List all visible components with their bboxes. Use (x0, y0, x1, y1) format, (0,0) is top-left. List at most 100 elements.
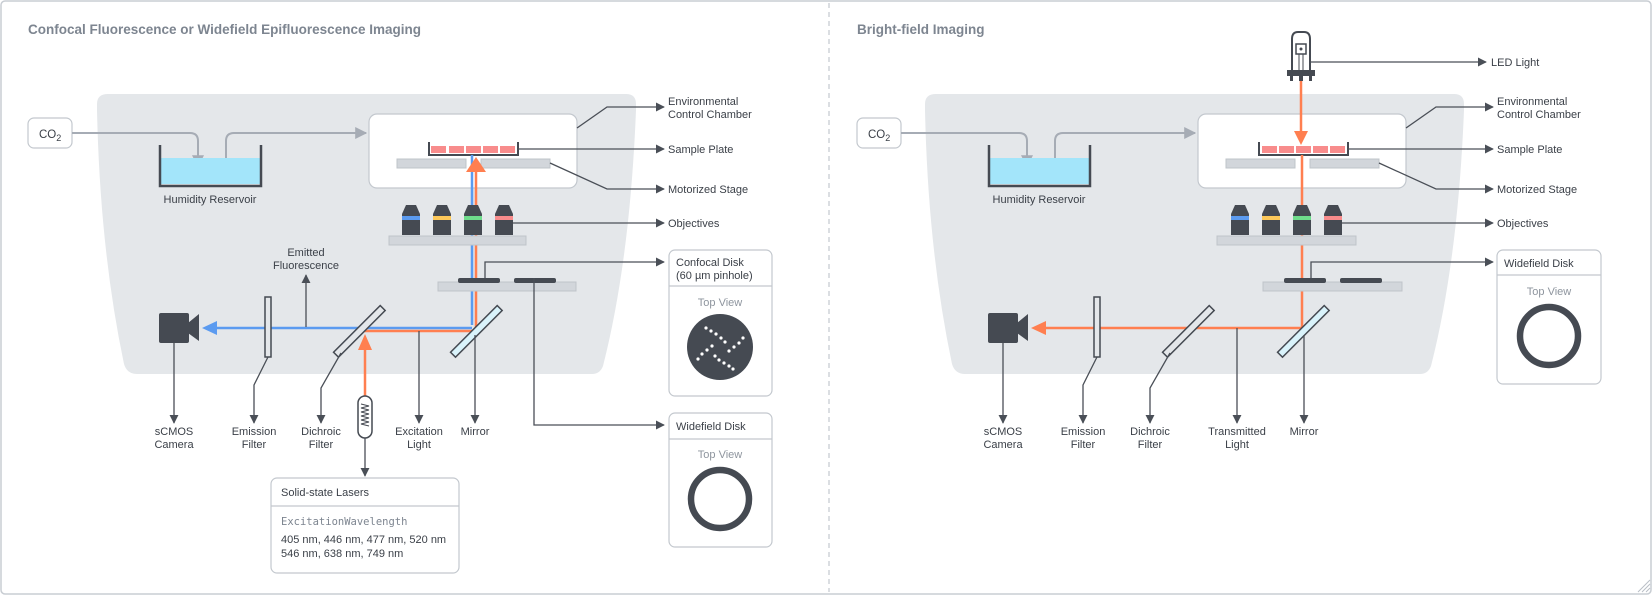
brightfield-panel: Bright-field Imaging CO2 Humidity Reserv… (856, 22, 1602, 451)
panel-title: Confocal Fluorescence or Widefield Epifl… (28, 22, 421, 37)
objective-blue (402, 205, 420, 235)
motorized-stage-right (480, 158, 551, 169)
widefield-disk-icon (1516, 303, 1582, 369)
mirror (449, 304, 504, 359)
objective-red (1324, 205, 1342, 235)
led-light-icon (1287, 31, 1315, 81)
spare-disk-slot (1340, 278, 1382, 283)
svg-text:CO2: CO2 (39, 129, 61, 143)
widefield-disk-title: Widefield Disk (676, 421, 746, 433)
objective-yellow (1262, 205, 1280, 235)
dichroic-callout (1145, 352, 1171, 424)
camera-arrowhead (1031, 321, 1046, 335)
disk-slider-bench (437, 281, 577, 292)
motorized-stage-label: Motorized Stage (668, 184, 748, 196)
objective-green (464, 205, 482, 235)
widefield-disk-slot (514, 278, 556, 283)
lasers-title: Solid-state Lasers (281, 487, 370, 499)
fluorescence-panel: Confocal Fluorescence or Widefield Epifl… (27, 22, 773, 574)
led-light-label: LED Light (1491, 57, 1539, 69)
confocal-disk-slot (458, 278, 500, 283)
chamber-callout (1405, 102, 1494, 129)
excitation-arrowhead (466, 157, 486, 172)
objectives-turret (1216, 205, 1357, 246)
humidity-reservoir-label: Humidity Reservoir (993, 194, 1086, 206)
widefield-disk-callout (533, 278, 665, 430)
sample-plate-label: Sample Plate (1497, 144, 1562, 156)
widefield-disk-icon (687, 466, 753, 532)
motorized-stage-left (1225, 158, 1296, 169)
co2-label: CO (39, 129, 56, 141)
emission-filter-callout (249, 356, 269, 424)
disk-slider-bench (1262, 281, 1403, 292)
motorized-stage-label: Motorized Stage (1497, 184, 1577, 196)
emission-filter (1093, 296, 1101, 358)
scmos-camera-icon (159, 313, 199, 343)
solid-state-lasers-card: Solid-state Lasers ExcitationWavelength … (270, 477, 460, 574)
confocal-disk-icon (687, 314, 753, 380)
stage-callout (1378, 162, 1494, 194)
co2-source: CO2 (856, 117, 902, 149)
objectives-label: Objectives (668, 218, 720, 230)
widefield-top-view-label: Top View (698, 449, 742, 461)
co2-to-reservoir-pipe (901, 132, 1033, 168)
objective-yellow (433, 205, 451, 235)
humidity-reservoir-label: Humidity Reservoir (164, 194, 257, 206)
svg-text:CO2: CO2 (868, 129, 890, 143)
widefield-top-view-label: Top View (1527, 286, 1571, 298)
transmitted-arrowhead (1294, 131, 1308, 145)
co2-to-reservoir-pipe (72, 132, 204, 168)
reservoir-to-chamber-pipe (1054, 127, 1197, 176)
emission-filter (264, 296, 272, 358)
pinhole-dots (696, 326, 745, 371)
mirror-label: Mirror (1290, 426, 1319, 438)
co2-source: CO2 (27, 117, 73, 149)
motorized-stage-left (396, 158, 467, 169)
humidity-reservoir (158, 145, 263, 188)
wavelength-values-line2: 546 nm, 638 nm, 749 nm (281, 548, 403, 560)
confocal-disk-callout (484, 257, 665, 278)
confocal-disk-title: Confocal Disk(60 µm pinhole) (676, 257, 753, 282)
objective-green (1293, 205, 1311, 235)
mirror (1276, 304, 1331, 359)
laser-icon (357, 395, 373, 439)
widefield-disk-card: Widefield Disk Top View (1496, 249, 1602, 385)
mirror-label: Mirror (461, 426, 490, 438)
resize-grip-icon[interactable] (1637, 579, 1651, 593)
wavelength-values-line1: 405 nm, 446 nm, 477 nm, 520 nm (281, 534, 446, 546)
dichroic-filter (332, 304, 387, 359)
emission-filter-callout (1078, 356, 1098, 424)
co2-subscript: 2 (56, 133, 61, 143)
widefield-disk-callout (1310, 257, 1494, 278)
objective-red (495, 205, 513, 235)
widefield-disk-card: Widefield Disk Top View (668, 412, 773, 548)
widefield-disk-slot (1284, 278, 1326, 283)
scmos-camera-icon (988, 313, 1028, 343)
panel-title: Bright-field Imaging (857, 22, 985, 37)
objectives-label: Objectives (1497, 218, 1549, 230)
emission-arrowhead (202, 321, 217, 335)
co2-subscript: 2 (885, 133, 890, 143)
motorized-stage-right (1309, 158, 1380, 169)
objectives-turret (388, 205, 527, 246)
confocal-disk-card: Confocal Disk(60 µm pinhole) Top View (668, 249, 773, 397)
confocal-top-view-label: Top View (698, 297, 742, 309)
co2-label: CO (868, 129, 885, 141)
dichroic-filter (1161, 304, 1216, 359)
objective-blue (1231, 205, 1249, 235)
stage-callout (549, 162, 665, 194)
wavelength-param-name: ExcitationWavelength (281, 516, 407, 528)
